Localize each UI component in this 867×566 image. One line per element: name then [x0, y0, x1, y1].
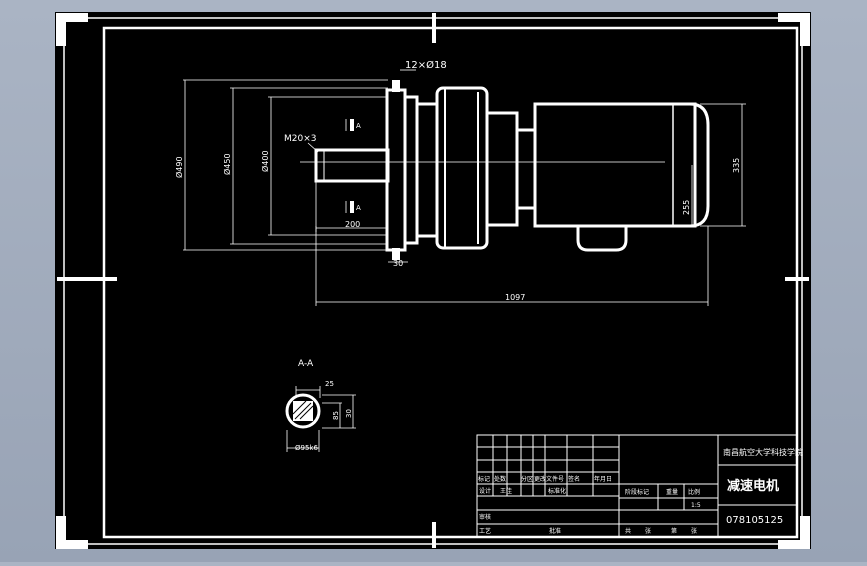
title-total-label: 共 — [625, 527, 631, 535]
section-view: A-A 25 30 85 Ø95k6 — [285, 359, 356, 452]
title-row-label-0: 标记 — [478, 475, 490, 483]
dim-d400: Ø400 — [260, 150, 270, 172]
title-stage-label: 阶段标记 — [625, 488, 649, 496]
title-drawing-title: 减速电机 — [727, 478, 779, 494]
gearbox-housing — [415, 86, 537, 250]
dim-key85: 85 — [332, 411, 340, 420]
dim-d450: Ø450 — [222, 153, 232, 175]
drawing-sheet — [55, 12, 811, 549]
title-weight-label: 重量 — [666, 488, 678, 496]
title-design-label: 设计 — [479, 487, 491, 495]
dimension-labels: 12×Ø18 M20×3 A A Ø490 Ø450 Ø400 200 30 1… — [174, 59, 741, 302]
title-scale: 1:5 — [691, 502, 701, 509]
title-block: 南昌航空大学科技学院 减速电机 078105125 标记 处数 分区 更改文件号… — [476, 434, 803, 538]
dimension-lines — [183, 69, 746, 306]
dim-d490: Ø490 — [174, 156, 184, 178]
title-school: 南昌航空大学科技学院 — [723, 447, 803, 457]
dim-key25: 25 — [325, 380, 334, 388]
title-page-label: 第 — [671, 527, 677, 535]
title-approve-label: 批准 — [549, 527, 561, 535]
label-cut-a-upper: A — [356, 122, 361, 130]
dim-len200: 200 — [345, 220, 360, 229]
corner-marks — [56, 13, 810, 549]
title-sheet-label: 张 — [645, 527, 651, 535]
motor — [533, 102, 710, 252]
inner-frame — [102, 26, 799, 539]
cut-arrows — [350, 119, 354, 213]
title-row-label-2: 分区 — [521, 475, 533, 483]
title-craft-label: 工艺 — [479, 527, 491, 535]
dim-key30: 30 — [345, 409, 353, 418]
title-standardize-label: 标准化 — [548, 487, 566, 495]
title-drawing-number: 078105125 — [726, 515, 783, 526]
title-row-label-4: 签名 — [568, 475, 580, 483]
title-row-label-3: 更改文件号 — [534, 475, 564, 483]
label-thread: M20×3 — [284, 134, 316, 144]
dim-h255: 255 — [682, 200, 691, 215]
title-ratio-label: 比例 — [688, 488, 700, 496]
title-design-name: 王佳 — [500, 487, 512, 495]
dim-len30: 30 — [393, 259, 403, 268]
section-label: A-A — [298, 359, 314, 369]
label-bolt-holes: 12×Ø18 — [405, 59, 447, 71]
dim-h335: 335 — [732, 158, 741, 173]
dim-total1097: 1097 — [505, 293, 525, 302]
title-review-label: 审核 — [479, 513, 491, 521]
label-cut-a-lower: A — [356, 204, 361, 212]
dim-shaft95: Ø95k6 — [295, 444, 318, 452]
title-page-suffix: 张 — [691, 527, 697, 535]
centering-marks — [57, 13, 809, 548]
title-row-label-5: 年月日 — [594, 475, 612, 483]
title-row-label-1: 处数 — [494, 475, 506, 483]
